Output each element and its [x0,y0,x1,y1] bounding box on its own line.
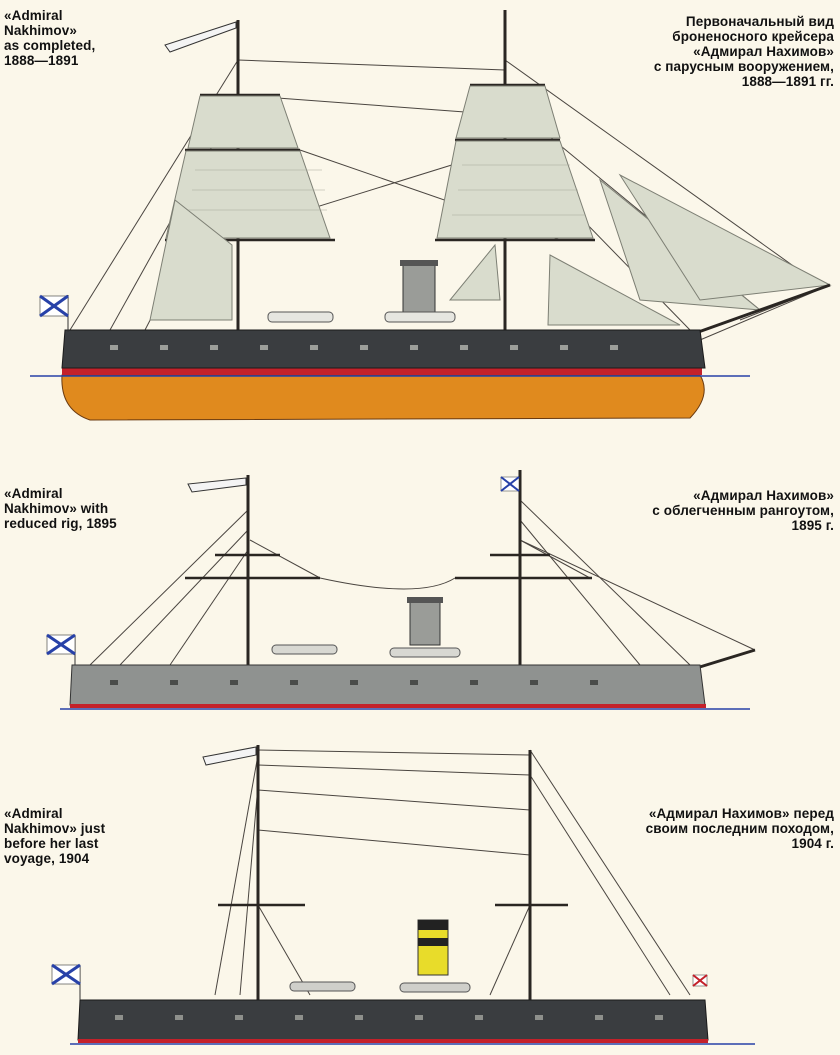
hull [69,664,706,706]
caption-ru-1904: «Адмирал Нахимов» перед своим последним … [645,806,834,851]
caption-en-1895: «Admiral Nakhimov» with reduced rig, 189… [4,486,117,531]
caption-en-1888: «Admiral Nakhimov» as completed, 1888—18… [4,8,96,68]
hull [77,999,709,1041]
ship-illustration-1888 [0,0,840,440]
ship-illustration-1904 [0,735,840,1053]
funnel [409,599,441,646]
hull-bottom [61,374,705,421]
jack-flag-icon [500,476,520,492]
hull [61,329,706,369]
jack-flag-icon [692,974,708,987]
caption-ru-1895: «Адмирал Нахимов» с облегченным рангоуто… [652,488,834,533]
funnel [402,261,436,321]
st-andrew-ensign-icon [39,294,69,318]
ship-illustration-1895 [0,460,840,725]
st-andrew-ensign-icon [46,633,76,656]
pennant-flag-icon [164,21,237,53]
st-andrew-ensign-icon [51,963,81,986]
caption-en-1904: «Admiral Nakhimov» just before her last … [4,806,106,866]
caption-ru-1888: Первоначальный вид броненосного крейсера… [653,14,834,89]
